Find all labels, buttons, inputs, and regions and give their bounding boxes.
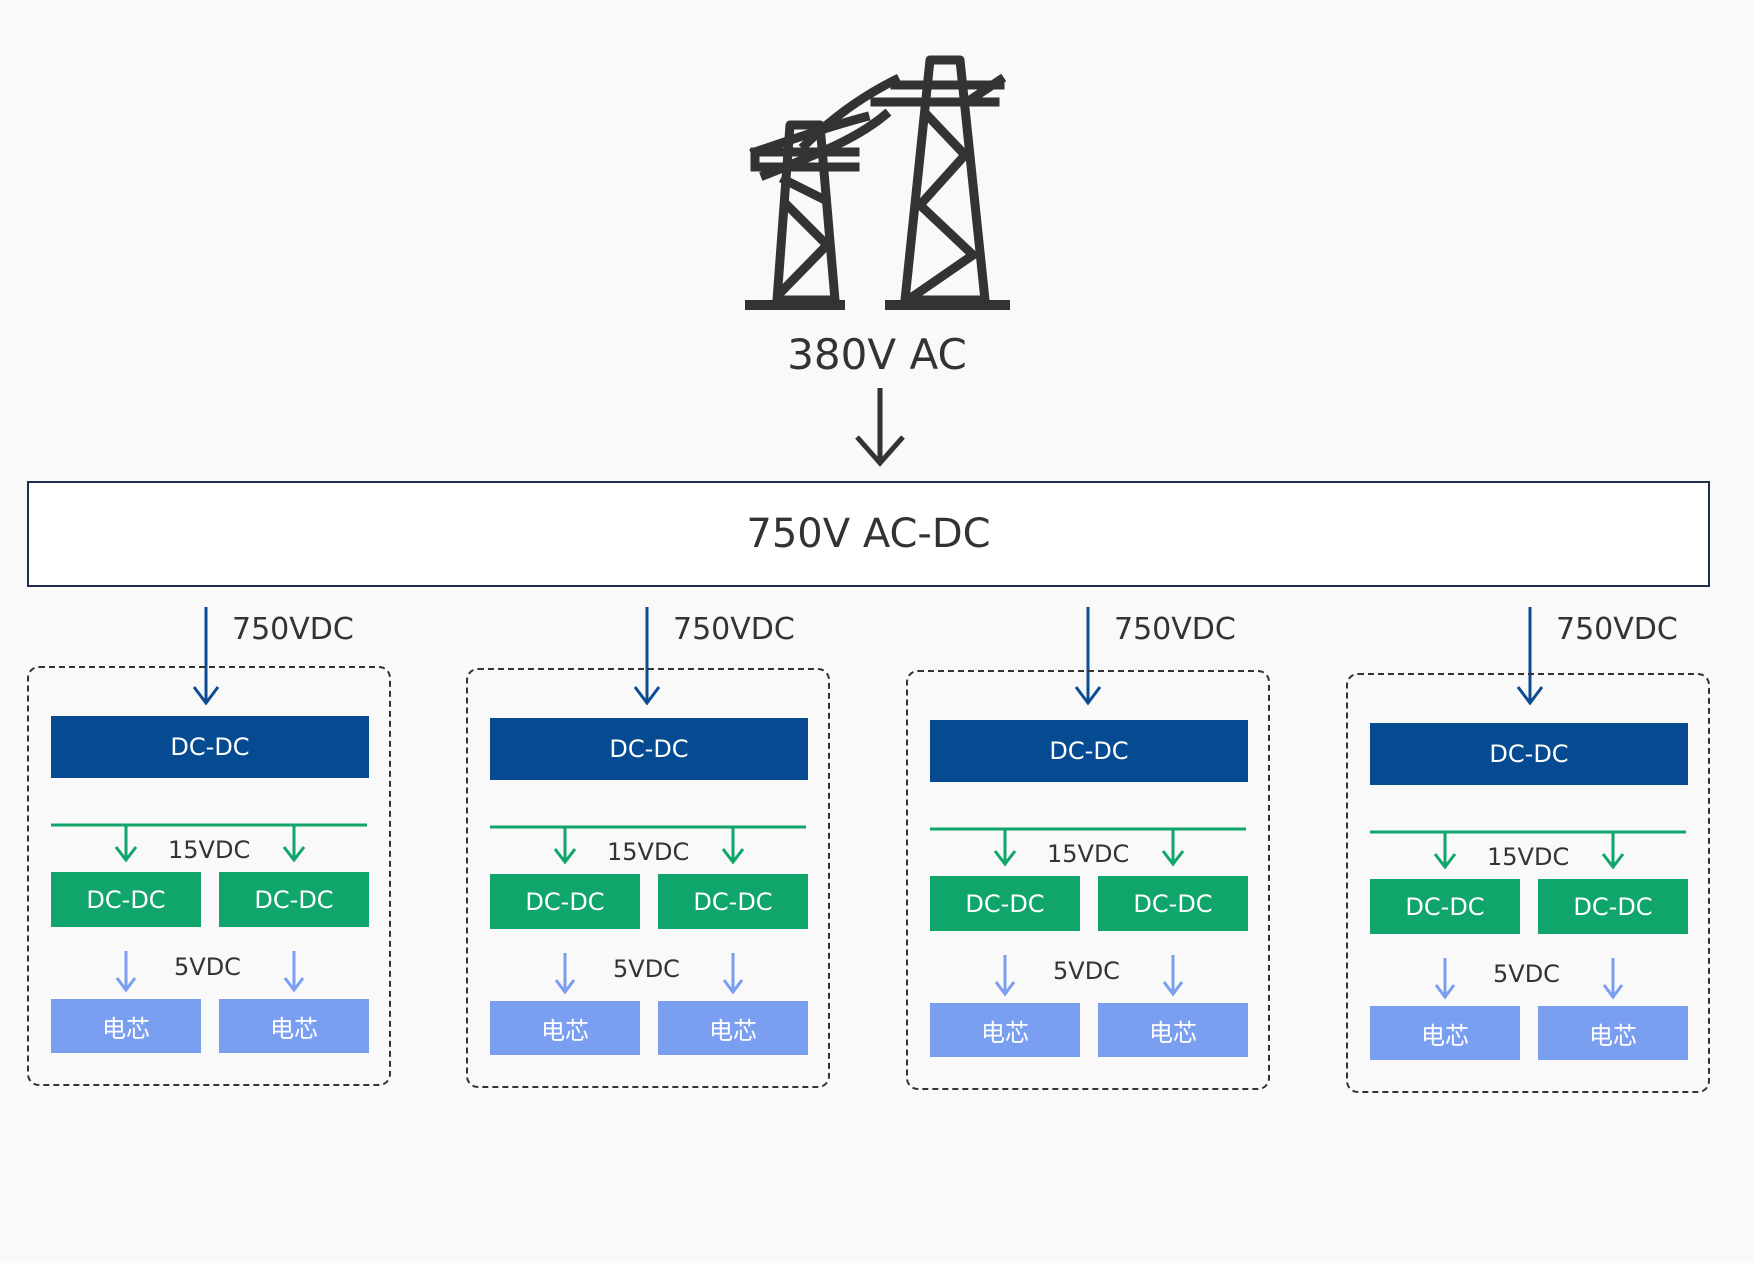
module-dashed-frame — [27, 666, 391, 1086]
mid-dcdc-block: DC-DC — [658, 874, 808, 929]
mid-dcdc-block: DC-DC — [51, 872, 201, 927]
mid-voltage-label: 15VDC — [1047, 840, 1130, 868]
top-dcdc-block: DC-DC — [930, 720, 1248, 782]
low-voltage-arrow-icon — [1434, 958, 1456, 1000]
module-dashed-frame — [1346, 673, 1710, 1093]
mid-dcdc-block: DC-DC — [1098, 876, 1248, 931]
input-voltage-label: 750VDC — [673, 612, 795, 647]
low-voltage-label: 5VDC — [613, 955, 680, 983]
low-voltage-arrow-icon — [994, 955, 1016, 997]
acdc-converter-label: 750V AC-DC — [746, 511, 991, 557]
input-voltage-label: 750VDC — [1556, 612, 1678, 647]
top-dcdc-block: DC-DC — [490, 718, 808, 780]
low-voltage-arrow-icon — [722, 953, 744, 995]
down-arrow-icon — [855, 388, 905, 467]
grid-voltage-label: 380V AC — [787, 330, 967, 379]
mid-dcdc-block: DC-DC — [1370, 879, 1520, 934]
battery-cell-block: 电芯 — [490, 1001, 640, 1055]
low-voltage-arrow-icon — [554, 953, 576, 995]
input-voltage-label: 750VDC — [232, 612, 354, 647]
low-voltage-label: 5VDC — [1053, 957, 1120, 985]
input-arrow-icon — [1074, 607, 1102, 706]
battery-cell-block: 电芯 — [1370, 1006, 1520, 1060]
mid-voltage-label: 15VDC — [168, 836, 251, 864]
battery-cell-block: 电芯 — [930, 1003, 1080, 1057]
mid-dcdc-block: DC-DC — [930, 876, 1080, 931]
module-dashed-frame — [466, 668, 830, 1088]
bus-line-15v — [1370, 830, 1686, 870]
battery-cell-block: 电芯 — [1098, 1003, 1248, 1057]
low-voltage-arrow-icon — [115, 951, 137, 993]
battery-cell-block: 电芯 — [658, 1001, 808, 1055]
input-voltage-label: 750VDC — [1114, 612, 1236, 647]
bus-line-15v — [490, 825, 806, 865]
low-voltage-arrow-icon — [1162, 955, 1184, 997]
battery-cell-block: 电芯 — [1538, 1006, 1688, 1060]
acdc-converter-box: 750V AC-DC — [27, 481, 1710, 587]
mid-dcdc-block: DC-DC — [219, 872, 369, 927]
low-voltage-arrow-icon — [283, 951, 305, 993]
mid-dcdc-block: DC-DC — [490, 874, 640, 929]
mid-voltage-label: 15VDC — [607, 838, 690, 866]
low-voltage-label: 5VDC — [1493, 960, 1560, 988]
bus-line-15v — [51, 823, 367, 863]
low-voltage-arrow-icon — [1602, 958, 1624, 1000]
input-arrow-icon — [1516, 607, 1544, 706]
module-dashed-frame — [906, 670, 1270, 1090]
low-voltage-label: 5VDC — [174, 953, 241, 981]
input-arrow-icon — [192, 607, 220, 706]
battery-cell-block: 电芯 — [219, 999, 369, 1053]
top-dcdc-block: DC-DC — [51, 716, 369, 778]
input-arrow-icon — [633, 607, 661, 706]
battery-cell-block: 电芯 — [51, 999, 201, 1053]
bus-line-15v — [930, 827, 1246, 867]
mid-voltage-label: 15VDC — [1487, 843, 1570, 871]
power-tower-icon — [745, 55, 1010, 310]
mid-dcdc-block: DC-DC — [1538, 879, 1688, 934]
top-dcdc-block: DC-DC — [1370, 723, 1688, 785]
